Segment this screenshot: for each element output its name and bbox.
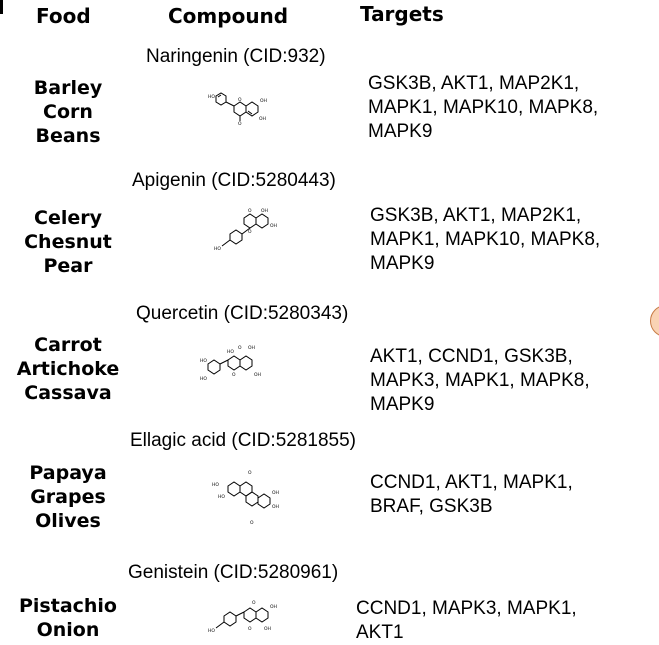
- ellagic-acid-structure: HO HO O O OH OH: [212, 470, 279, 526]
- food-name: Carrot: [34, 334, 102, 356]
- compound-name-3: Quercetin (CID:5280343): [136, 303, 349, 324]
- food-name: Celery: [34, 207, 102, 229]
- food-name: Grapes: [30, 486, 106, 508]
- header-targets: Targets: [360, 2, 444, 26]
- food-group-1: Barley Corn Beans: [0, 76, 136, 148]
- target-line: MAPK9: [368, 121, 433, 142]
- food-name: Barley: [33, 77, 103, 99]
- svg-text:O: O: [248, 208, 252, 214]
- genistein-structure: HO O O OH OH: [208, 600, 277, 634]
- target-line: AKT1, CCND1, GSK3B,: [370, 346, 573, 367]
- food-group-2: Celery Chesnut Pear: [0, 206, 136, 278]
- svg-text:HO: HO: [212, 482, 219, 488]
- targets-3: AKT1, CCND1, GSK3B, MAPK3, MAPK1, MAPK8,…: [370, 345, 590, 417]
- food-name: Onion: [36, 619, 100, 641]
- target-line: BRAF, GSK3B: [370, 496, 493, 517]
- svg-text:OH: OH: [264, 626, 271, 632]
- svg-text:HO: HO: [200, 376, 207, 382]
- decorative-circle: [650, 305, 659, 337]
- svg-text:OH: OH: [272, 490, 279, 496]
- svg-text:OH: OH: [261, 208, 268, 214]
- svg-text:O: O: [248, 470, 252, 476]
- quercetin-structure: HO HO HO O OH O OH: [200, 345, 261, 382]
- svg-text:OH: OH: [270, 223, 277, 229]
- target-line: MAPK1, MAPK10, MAPK8,: [368, 97, 599, 118]
- target-line: GSK3B, AKT1, MAP2K1,: [370, 205, 582, 226]
- food-group-4: Papaya Grapes Olives: [0, 461, 136, 533]
- svg-text:OH: OH: [248, 345, 255, 351]
- target-line: MAPK9: [370, 394, 435, 415]
- svg-text:HO: HO: [208, 628, 215, 634]
- svg-text:O: O: [238, 345, 242, 351]
- food-name: Olives: [35, 510, 101, 532]
- targets-1: GSK3B, AKT1, MAP2K1, MAPK1, MAPK10, MAPK…: [368, 72, 598, 144]
- svg-text:O: O: [238, 97, 242, 103]
- svg-text:O: O: [248, 626, 252, 632]
- targets-4: CCND1, AKT1, MAPK1, BRAF, GSK3B: [370, 471, 573, 519]
- targets-2: GSK3B, AKT1, MAP2K1, MAPK1, MAPK10, MAPK…: [370, 204, 600, 276]
- food-group-5: Pistachio Onion: [0, 594, 136, 642]
- svg-text:O: O: [250, 520, 254, 526]
- food-name: Chesnut: [24, 231, 112, 253]
- food-name: Corn: [43, 101, 93, 123]
- food-group-3: Carrot Artichoke Cassava: [0, 333, 136, 405]
- apigenin-structure: OH O OH O HO: [214, 208, 277, 252]
- food-name: Pear: [43, 255, 93, 277]
- svg-text:O: O: [252, 600, 256, 606]
- compound-name-4: Ellagic acid (CID:5281855): [130, 430, 357, 451]
- target-line: CCND1, AKT1, MAPK1,: [370, 472, 573, 493]
- svg-text:HO: HO: [214, 246, 221, 252]
- svg-text:O: O: [248, 229, 252, 235]
- edge-mark: [0, 0, 3, 14]
- target-line: CCND1, MAPK3, MAPK1,: [356, 598, 577, 619]
- food-name: Papaya: [29, 462, 107, 484]
- compound-name-2: Apigenin (CID:5280443): [132, 170, 336, 191]
- food-name: Pistachio: [18, 595, 117, 617]
- compound-name-5: Genistein (CID:5280961): [128, 562, 339, 583]
- target-line: MAPK1, MAPK10, MAPK8,: [370, 229, 601, 250]
- food-name: Cassava: [24, 382, 112, 404]
- targets-5: CCND1, MAPK3, MAPK1, AKT1: [356, 597, 577, 645]
- svg-text:OH: OH: [254, 372, 261, 378]
- naringenin-structure: HO O O OH OH: [208, 92, 267, 127]
- svg-text:OH: OH: [272, 504, 279, 510]
- svg-text:HO: HO: [218, 494, 225, 500]
- svg-text:HO: HO: [227, 349, 234, 355]
- header-compound: Compound: [168, 4, 289, 28]
- svg-text:O: O: [232, 372, 236, 378]
- svg-text:HO: HO: [200, 358, 207, 364]
- svg-text:HO: HO: [208, 94, 215, 100]
- target-line: MAPK9: [370, 253, 435, 274]
- target-line: AKT1: [356, 622, 404, 643]
- svg-text:OH: OH: [259, 116, 266, 122]
- compound-name-1: Naringenin (CID:932): [146, 46, 326, 67]
- target-line: GSK3B, AKT1, MAP2K1,: [368, 73, 580, 94]
- svg-text:OH: OH: [270, 604, 277, 610]
- target-line: MAPK3, MAPK1, MAPK8,: [370, 370, 590, 391]
- food-name: Artichoke: [16, 358, 120, 380]
- svg-text:O: O: [238, 121, 242, 127]
- food-name: Beans: [35, 125, 101, 147]
- header-food: Food: [36, 4, 91, 28]
- svg-text:OH: OH: [260, 98, 267, 104]
